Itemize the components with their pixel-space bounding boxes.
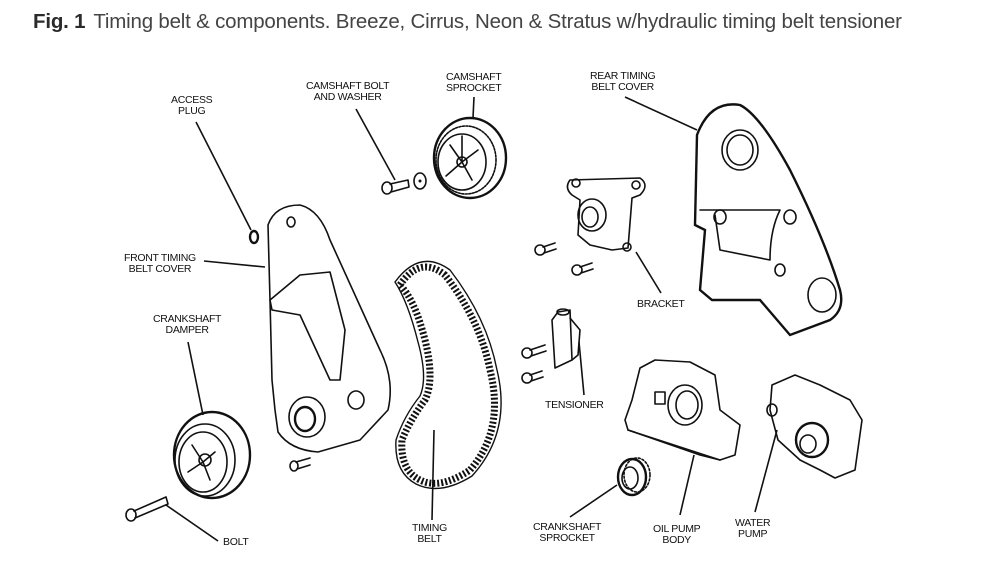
label-tensioner: TENSIONER	[545, 400, 604, 411]
label-line: SPROCKET	[539, 532, 595, 544]
label-line: CRANKSHAFT	[533, 521, 602, 533]
label-line: SPROCKET	[446, 82, 502, 94]
camshaft-sprocket	[432, 116, 508, 200]
label-line: BRACKET	[637, 298, 685, 310]
label-line: WATER	[735, 517, 771, 529]
figure-number: Fig. 1	[33, 10, 86, 33]
leader-oil-pump	[679, 454, 695, 516]
front-timing-belt-cover	[267, 204, 391, 453]
label-line: DAMPER	[165, 324, 209, 336]
camshaft-bolt-and-washer	[381, 172, 427, 195]
tensioner	[551, 308, 581, 369]
leader-camshaft-sprocket	[472, 96, 475, 119]
leader-camshaft-bolt	[355, 108, 396, 181]
label-line: TENSIONER	[545, 399, 604, 411]
tensioner-bolts	[521, 344, 547, 384]
leader-water-pump	[754, 429, 778, 513]
label-line: ACCESS	[171, 94, 213, 106]
timing-belt	[394, 260, 502, 490]
crankshaft-damper	[172, 410, 252, 500]
label-bolt: BOLT	[223, 536, 249, 548]
label-bracket: BRACKET	[637, 299, 685, 310]
label-line: CAMSHAFT	[446, 71, 502, 83]
leader-bracket	[635, 251, 662, 294]
label-line: BELT COVER	[591, 81, 654, 93]
label-line: BELT	[417, 533, 442, 545]
cover-bolt	[289, 457, 311, 472]
leader-front-cover	[203, 260, 266, 268]
access-plug	[248, 229, 260, 245]
leader-crankshaft-damper	[187, 341, 204, 416]
leader-crankshaft-sprocket	[569, 484, 618, 518]
bracket	[566, 177, 646, 252]
leader-bolt	[165, 504, 219, 542]
label-line: BODY	[662, 534, 691, 546]
label-line: CAMSHAFT BOLT	[306, 80, 390, 92]
leader-rear-cover	[624, 96, 698, 131]
figure-caption: Fig. 1 Timing belt & components. Breeze, …	[33, 10, 902, 34]
label-line: BOLT	[223, 536, 249, 548]
oil-pump-body	[624, 359, 741, 461]
label-line: PLUG	[177, 105, 206, 117]
label-line: CRANKSHAFT	[153, 313, 222, 325]
label-line: TIMING	[412, 522, 447, 534]
leader-access-plug	[195, 121, 252, 231]
rear-timing-belt-cover	[693, 103, 843, 337]
label-line: FRONT TIMING	[124, 252, 196, 264]
leader-tensioner	[578, 341, 585, 396]
figure-title: Timing belt & components. Breeze, Cirrus…	[93, 10, 902, 33]
label-line: OIL PUMP	[653, 523, 701, 535]
label-line: PUMP	[738, 528, 768, 540]
water-pump	[766, 374, 863, 479]
bracket-bolts	[534, 242, 594, 276]
damper-bolt	[125, 496, 169, 522]
label-line: BELT COVER	[128, 263, 192, 275]
crankshaft-sprocket	[616, 457, 651, 497]
label-line: AND WASHER	[313, 91, 382, 103]
label-line: REAR TIMING	[590, 70, 656, 82]
leader-timing-belt	[431, 429, 435, 521]
